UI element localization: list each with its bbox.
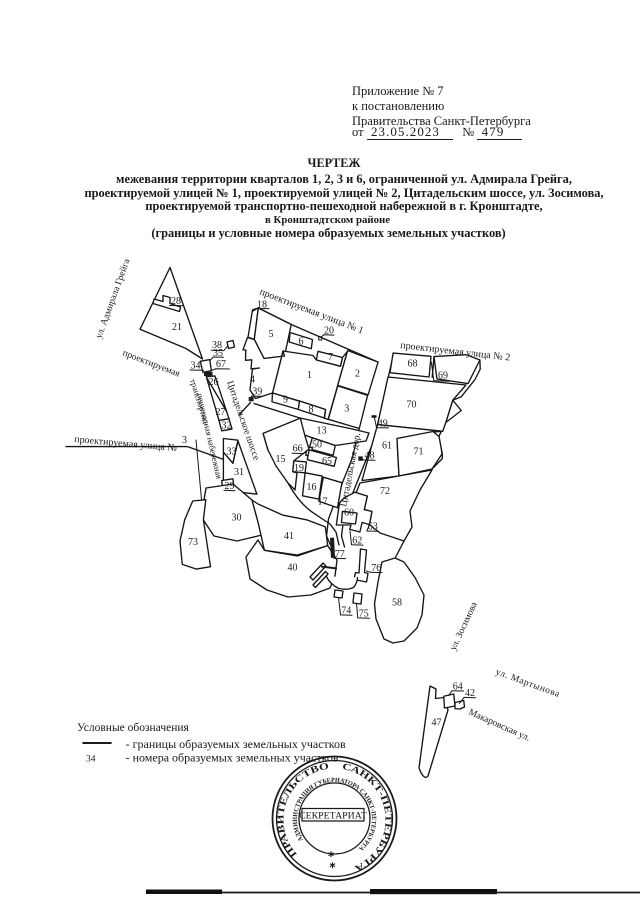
svg-text:41: 41 — [284, 531, 294, 542]
svg-text:15: 15 — [276, 454, 286, 465]
svg-text:62: 62 — [352, 535, 362, 546]
svg-text:проектируемая: проектируемая — [121, 348, 182, 379]
svg-text:63: 63 — [368, 522, 378, 533]
svg-text:27: 27 — [216, 407, 226, 418]
svg-text:64: 64 — [453, 681, 463, 692]
svg-text:70: 70 — [407, 400, 417, 411]
svg-text:проектируемая улица №: проектируемая улица № — [74, 434, 178, 454]
svg-text:16: 16 — [307, 482, 317, 493]
svg-text:17: 17 — [318, 497, 328, 508]
svg-text:74: 74 — [341, 605, 351, 616]
svg-text:21: 21 — [172, 322, 182, 333]
svg-text:30: 30 — [232, 513, 242, 524]
svg-text:77: 77 — [335, 549, 345, 560]
svg-text:33: 33 — [227, 447, 237, 458]
svg-text:69: 69 — [438, 371, 448, 382]
svg-text:34: 34 — [86, 755, 96, 765]
svg-text:18: 18 — [257, 300, 267, 311]
svg-text:Условные обозначения: Условные обозначения — [77, 722, 190, 734]
svg-text:39: 39 — [252, 387, 262, 398]
svg-text:75: 75 — [359, 608, 369, 619]
svg-text:- границы образуемых земельных: - границы образуемых земельных участков — [126, 737, 346, 751]
svg-text:40: 40 — [288, 563, 298, 574]
svg-text:3: 3 — [182, 435, 187, 446]
svg-text:13: 13 — [317, 426, 327, 437]
svg-text:47: 47 — [432, 718, 442, 729]
svg-text:67: 67 — [216, 359, 226, 370]
svg-text:СЕКРЕТАРИАТ: СЕКРЕТАРИАТ — [299, 811, 367, 822]
svg-text:3: 3 — [344, 404, 349, 415]
svg-text:50: 50 — [312, 440, 322, 451]
svg-text:- номера образуемых земельных: - номера образуемых земельных участков — [126, 751, 339, 765]
svg-text:58: 58 — [392, 598, 402, 609]
svg-text:4: 4 — [250, 375, 255, 386]
svg-text:49: 49 — [378, 418, 388, 429]
svg-text:48: 48 — [365, 450, 375, 461]
svg-text:5: 5 — [269, 329, 274, 340]
svg-text:19: 19 — [294, 463, 304, 474]
svg-text:61: 61 — [382, 441, 392, 452]
svg-text:9: 9 — [283, 395, 288, 406]
svg-text:29: 29 — [225, 481, 235, 492]
svg-text:1: 1 — [307, 370, 312, 381]
svg-text:31: 31 — [234, 467, 244, 478]
svg-text:26: 26 — [209, 377, 219, 388]
svg-text:34: 34 — [191, 361, 201, 372]
svg-text:65: 65 — [322, 456, 332, 467]
svg-text:20: 20 — [324, 326, 334, 337]
svg-text:ул. Адмирала Грейга: ул. Адмирала Грейга — [93, 257, 132, 340]
svg-text:32: 32 — [222, 421, 232, 432]
svg-text:66: 66 — [293, 444, 303, 455]
svg-text:2: 2 — [355, 369, 360, 380]
svg-text:71: 71 — [414, 447, 424, 458]
svg-text:73: 73 — [188, 537, 198, 548]
svg-text:35: 35 — [213, 348, 223, 359]
svg-text:28: 28 — [171, 296, 181, 307]
svg-text:72: 72 — [380, 486, 390, 497]
svg-text:ул. Зосимова: ул. Зосимова — [449, 600, 480, 652]
svg-text:7: 7 — [328, 352, 333, 363]
svg-text:8: 8 — [309, 405, 314, 416]
svg-text:68: 68 — [408, 359, 418, 370]
svg-text:42: 42 — [465, 688, 475, 699]
svg-text:6: 6 — [299, 337, 304, 348]
svg-text:60: 60 — [344, 508, 354, 519]
svg-text:38: 38 — [212, 340, 222, 351]
svg-text:76: 76 — [371, 563, 381, 574]
